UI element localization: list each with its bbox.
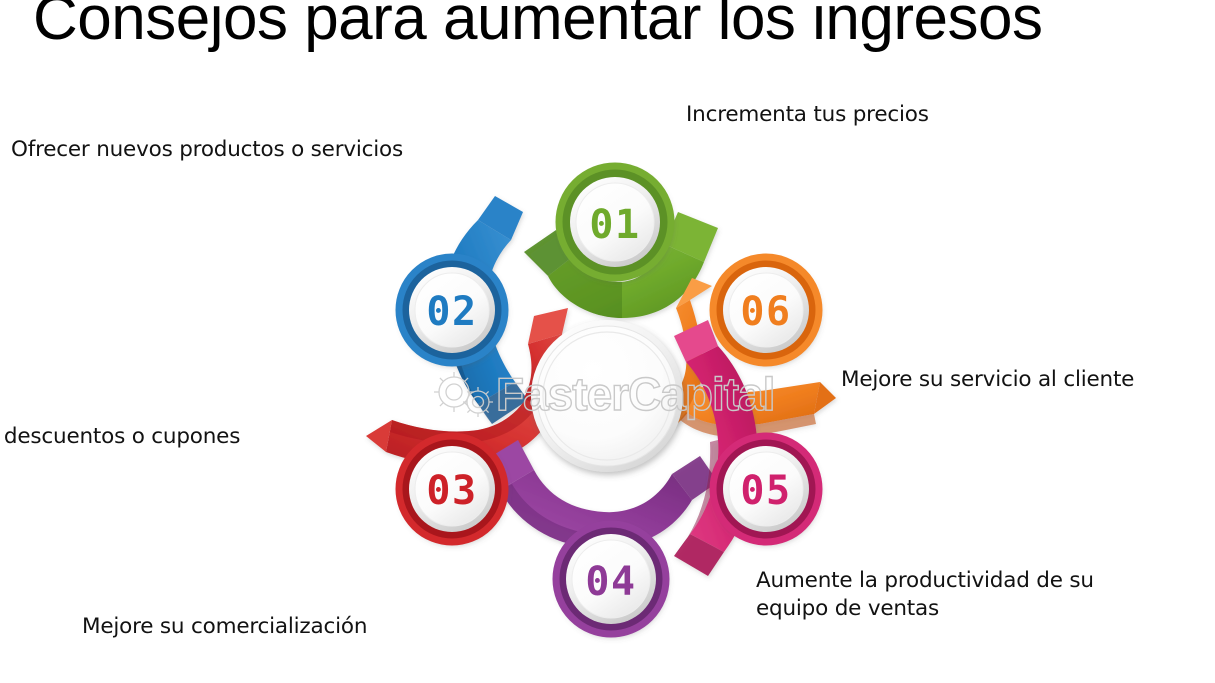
badge-02-number: 02 [426, 289, 477, 335]
callout-label-06: Mejore su servicio al cliente [841, 367, 1135, 392]
badge-03-number: 03 [426, 468, 477, 514]
callout-label-05: Aumente la productividad de su equipo de… [756, 568, 1094, 621]
callout-label-02: Ofrecer nuevos productos o servicios [11, 137, 403, 162]
badge-04-number: 04 [585, 559, 636, 605]
petal-01-green [524, 212, 718, 318]
badge-05[interactable]: 05 [709, 432, 823, 546]
pinwheel-infographic: 01 02 03 [366, 148, 842, 648]
badge-06-number: 06 [740, 289, 791, 335]
badge-04[interactable]: 04 [552, 520, 670, 638]
callout-label-03: cer descuentos o cupones [0, 424, 241, 449]
badge-05-number: 05 [740, 468, 791, 514]
callout-label-01: Incrementa tus precios [686, 102, 929, 127]
callout-label-04: Mejore su comercialización [82, 614, 368, 639]
badge-02[interactable]: 02 [395, 253, 509, 367]
badge-06[interactable]: 06 [709, 253, 823, 367]
center-disc [531, 320, 683, 472]
badge-01-number: 01 [589, 202, 640, 248]
badge-01[interactable]: 01 [555, 162, 675, 282]
badge-03[interactable]: 03 [395, 432, 509, 546]
page-title: Consejos para aumentar los ingresos [33, 0, 1043, 53]
